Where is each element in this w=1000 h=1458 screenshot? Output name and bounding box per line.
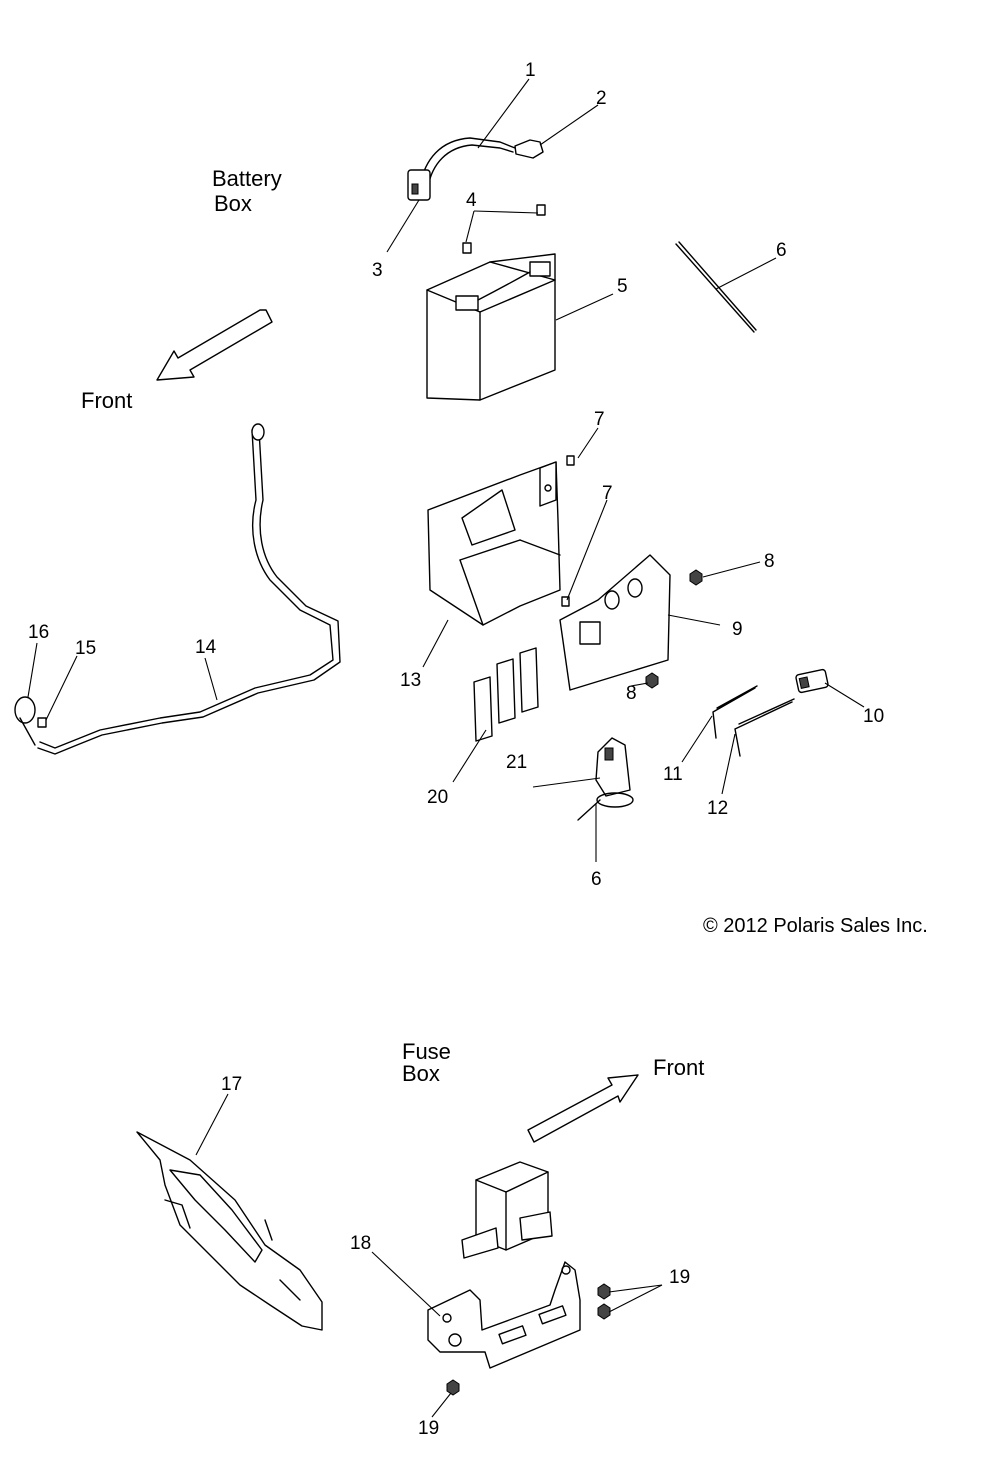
hex-key-12-part (734, 698, 795, 757)
battery-cable-part (407, 137, 544, 201)
leader-lines-fuse (195, 1093, 663, 1418)
callout-4: 4 (466, 190, 477, 211)
front-arrow-fuse (527, 1074, 639, 1143)
callout-14: 14 (195, 637, 217, 658)
cable-tie-part (675, 241, 757, 333)
callout-19: 19 (669, 1267, 690, 1288)
terminal-bolts-part (462, 204, 546, 254)
nut-part (689, 569, 703, 586)
callout-11: 11 (663, 764, 683, 785)
callout-6: 6 (591, 869, 602, 890)
relay-part (577, 737, 634, 821)
pads-part (473, 647, 539, 742)
callout-12: 12 (707, 798, 728, 819)
fuse-front-label: Front (653, 1055, 704, 1080)
battery-front-label: Front (81, 388, 132, 413)
callout-5: 5 (617, 276, 628, 297)
hex-key-11-part (712, 685, 758, 739)
callout-16: 16 (28, 622, 49, 643)
callout-21: 21 (506, 752, 527, 773)
battery-box-title-line2: Box (214, 191, 252, 216)
callout-10: 10 (863, 706, 884, 727)
fuse-box-module-part (461, 1161, 553, 1259)
fuse-box-title-line2: Box (402, 1061, 440, 1086)
fuse-bracket-part (427, 1261, 581, 1369)
fuse-holder-part (795, 668, 829, 694)
callout-3: 3 (372, 260, 383, 281)
fuse-box-title-line1: Fuse (402, 1039, 451, 1064)
callout-13: 13 (400, 670, 421, 691)
nut-part (597, 1283, 611, 1300)
battery-box-title-line1: Battery (212, 166, 282, 191)
callout-15: 15 (75, 638, 96, 659)
screw-part (561, 596, 570, 607)
nut-part (597, 1303, 611, 1320)
leader-lines-battery (27, 78, 865, 862)
cover-panel-part (136, 1131, 323, 1331)
callout-8: 8 (764, 551, 775, 572)
callout-7: 7 (594, 409, 605, 430)
nut-part (446, 1379, 460, 1396)
screw-part (566, 455, 575, 466)
callout-20: 20 (427, 787, 448, 808)
callout-6: 6 (776, 240, 787, 261)
callout-18: 18 (350, 1233, 371, 1254)
battery-tray-part (427, 461, 561, 626)
callout-17: 17 (221, 1074, 242, 1095)
callout-1: 1 (525, 60, 536, 81)
callout-7: 7 (602, 483, 613, 504)
callout-2: 2 (596, 88, 607, 109)
battery-part (426, 253, 556, 401)
nut-part (645, 672, 659, 689)
front-arrow-battery (156, 309, 273, 381)
callout-8: 8 (626, 683, 637, 704)
negative-cable-part (14, 423, 341, 755)
tray-bracket-part (559, 554, 671, 691)
callout-9: 9 (732, 619, 743, 640)
copyright-notice: © 2012 Polaris Sales Inc. (703, 915, 928, 937)
callout-19: 19 (418, 1418, 439, 1439)
